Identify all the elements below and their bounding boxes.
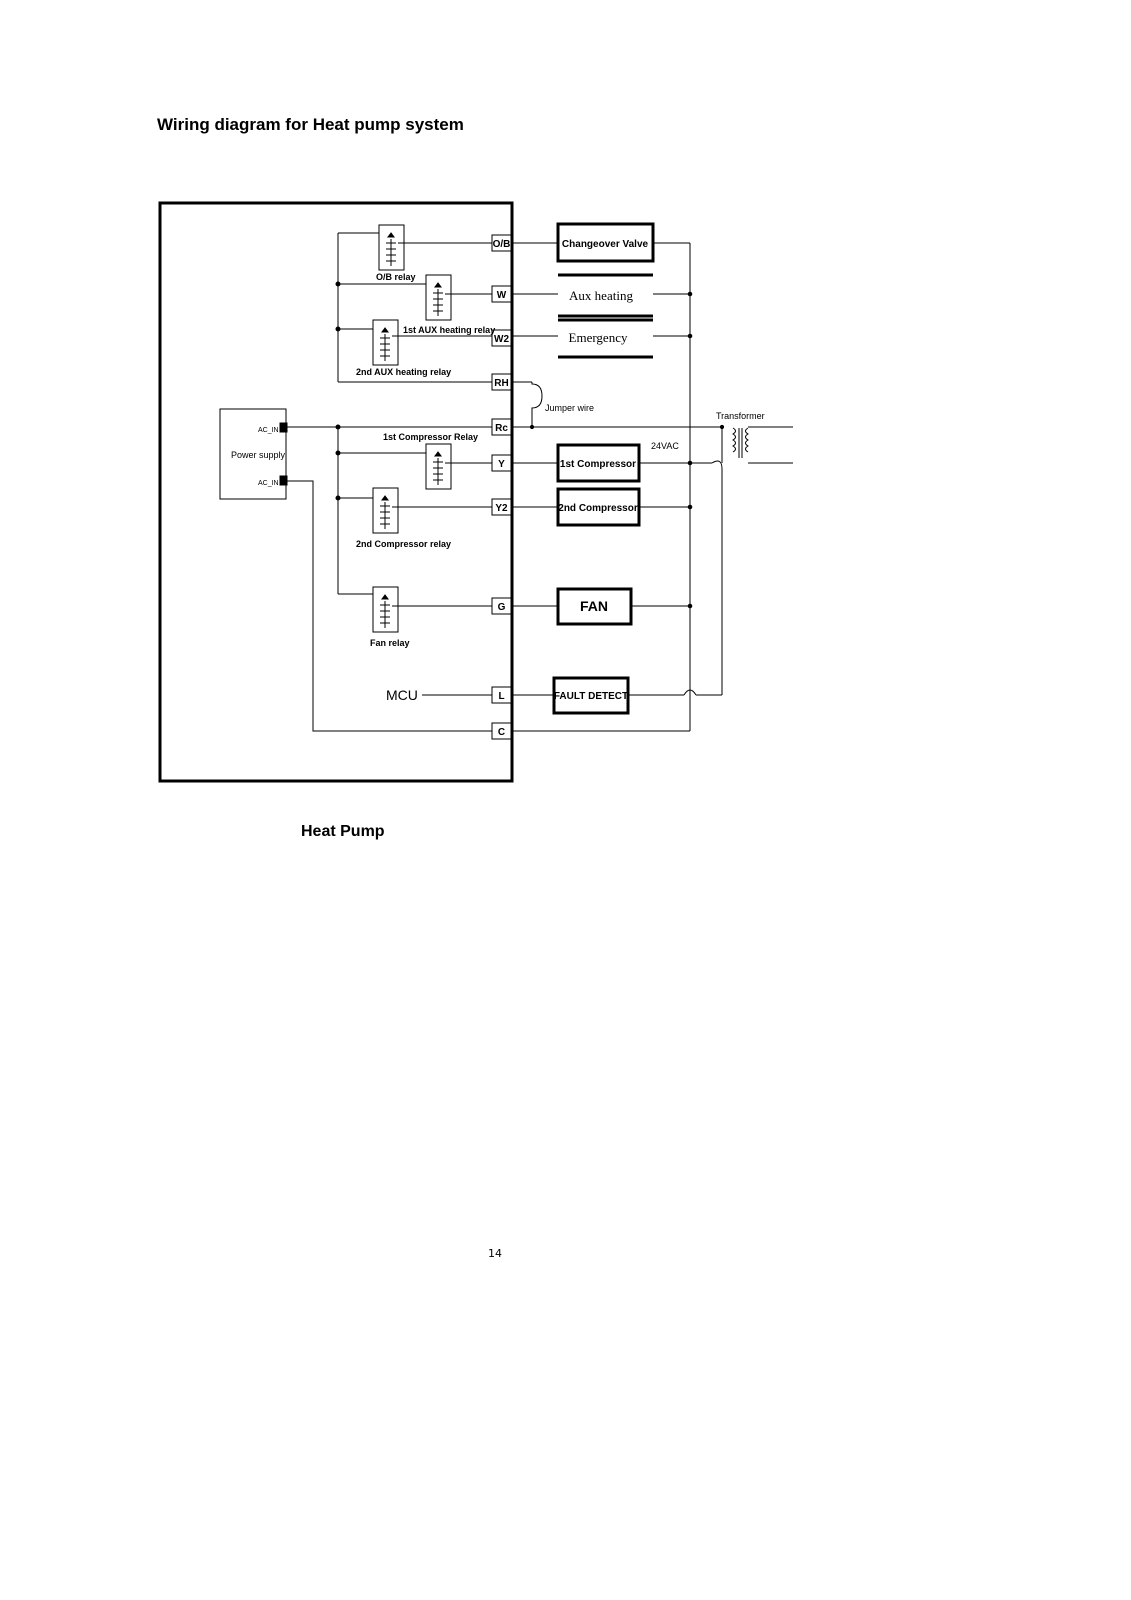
terminal-w2-box [491, 329, 512, 347]
page-title: Wiring diagram for Heat pump system [157, 115, 464, 134]
terminal-y-box [491, 454, 512, 472]
terminal-ob-box [491, 234, 512, 252]
ps-label: Power supply [231, 450, 286, 460]
aux2-relay-box [372, 319, 399, 366]
relay-comp1-label: 1st Compressor Relay [383, 432, 478, 442]
relay-comp2-label: 2nd Compressor relay [356, 539, 451, 549]
terminal-w: W [497, 290, 507, 301]
voltage-label: 24VAC [651, 441, 679, 451]
terminal-rh-box [491, 373, 512, 391]
power-supply-box [219, 408, 287, 500]
jumper-wire-label: Jumper wire [545, 403, 594, 413]
terminal-y2: Y2 [495, 503, 508, 514]
ob-relay-box [378, 224, 405, 271]
load-changeover-label: Changeover Valve [562, 239, 649, 250]
ps-pin-top-label: AC_IN [258, 427, 279, 434]
terminal-w-box [491, 285, 512, 303]
terminal-rh: RH [494, 378, 508, 389]
terminal-y: Y [498, 459, 505, 470]
fan-relay-box [372, 586, 399, 633]
transformer-label: Transformer [716, 411, 765, 421]
relay-aux2-label: 2nd AUX heating relay [356, 367, 451, 377]
relay-ob-label: O/B relay [376, 272, 416, 282]
terminal-y2-box [491, 498, 512, 516]
terminal-c-box [491, 722, 512, 740]
terminal-w2: W2 [494, 334, 509, 345]
relay-aux1-label: 1st AUX heating relay [403, 325, 495, 335]
aux1-relay-box [425, 274, 452, 321]
load-comp2-label: 2nd Compressor [558, 503, 638, 514]
diagram-caption: Heat Pump [301, 823, 385, 840]
terminal-g: G [498, 602, 506, 613]
load-comp1-label: 1st Compressor [560, 459, 636, 470]
heat-pump-enclosure [158, 201, 514, 783]
comp1-relay-box [425, 443, 452, 490]
terminal-ob: O/B [493, 239, 511, 250]
load-emergency-label: Emergency [569, 330, 628, 345]
terminal-g-box [491, 597, 512, 615]
terminal-l: L [498, 691, 504, 702]
page-number: 14 [488, 1247, 502, 1260]
load-aux-heating-label: Aux heating [569, 288, 633, 303]
comp2-relay-box [372, 487, 399, 534]
relay-fan-label: Fan relay [370, 638, 410, 648]
terminal-c: C [498, 727, 505, 738]
terminal-l-box [491, 686, 512, 704]
load-fault-label: FAULT DETECT [554, 691, 628, 702]
terminal-rc-box [491, 418, 512, 436]
load-fan-label: FAN [580, 598, 608, 614]
ps-pin-bottom-label: AC_IN [258, 480, 279, 487]
terminal-rc: Rc [495, 423, 508, 434]
mcu-label: MCU [386, 687, 418, 703]
